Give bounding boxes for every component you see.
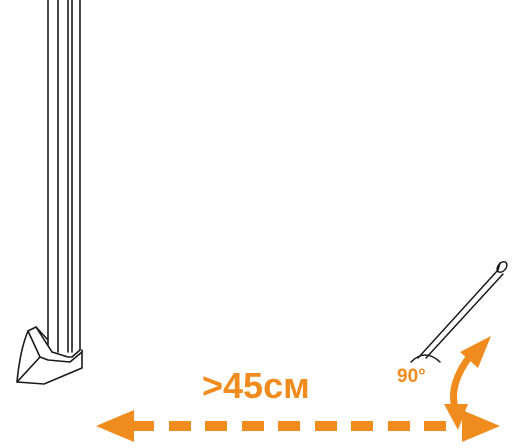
arrowhead-right — [462, 410, 500, 442]
arrow-dash — [169, 421, 191, 431]
arrow-dash — [132, 421, 154, 431]
curved-angle-arrow — [444, 336, 491, 430]
arrow-dash — [315, 421, 337, 431]
arrow-dash — [424, 421, 446, 431]
arrow-dash — [278, 421, 300, 431]
distance-label: >45см — [202, 365, 310, 406]
tilted-rod-illustration — [410, 260, 508, 363]
post-foot-illustration — [16, 0, 83, 385]
double-headed-distance-arrow — [96, 410, 500, 442]
arrow-dash — [205, 421, 227, 431]
arrowhead-left — [96, 410, 134, 442]
angle-label: 90° — [397, 366, 426, 387]
arrow-dash — [351, 421, 373, 431]
arrow-dash — [388, 421, 410, 431]
arrow-dash — [242, 421, 264, 431]
